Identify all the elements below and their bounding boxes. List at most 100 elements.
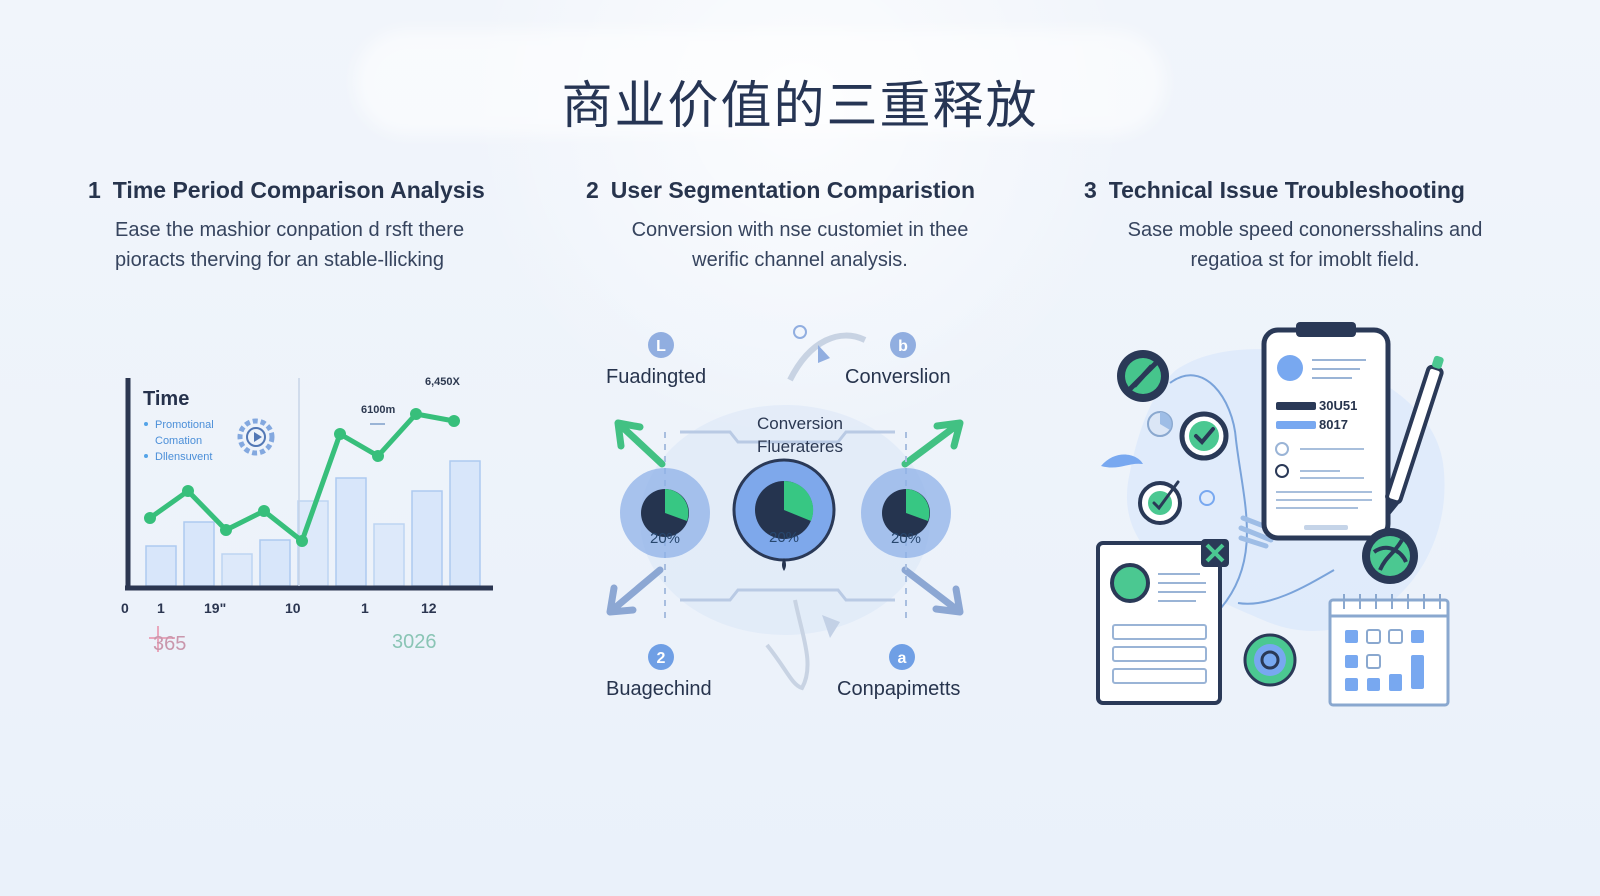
calendar-card xyxy=(1328,594,1450,707)
phone-option-icon-2 xyxy=(1275,464,1289,478)
chart1-bar xyxy=(183,521,215,587)
phone-metric-bar-1 xyxy=(1276,402,1316,410)
section-1-title: Time Period Comparison Analysis xyxy=(112,177,485,203)
mini-pie-icon xyxy=(1147,411,1173,437)
chart1-line-point xyxy=(410,408,422,420)
small-bird-icon xyxy=(818,345,830,363)
segmentation-top-connector xyxy=(680,430,895,444)
chart1-legend-bullet-3 xyxy=(144,454,148,458)
chart1-line-point xyxy=(296,535,308,547)
chart1-legend-1: Promotional xyxy=(155,419,214,431)
check-circle-icon xyxy=(1179,411,1229,461)
badge-top-right-label: b xyxy=(898,338,908,355)
pie-3-green-slice xyxy=(906,489,930,521)
calendar-rings xyxy=(1343,594,1441,609)
chart1-bar xyxy=(145,545,177,587)
document-card xyxy=(1096,539,1229,705)
arrow-bottom-left-icon xyxy=(606,566,664,616)
section-1-heading: 1 Time Period Comparison Analysis xyxy=(88,177,485,204)
segment-pie-1: 20% xyxy=(620,468,710,558)
gear-icon xyxy=(237,418,275,456)
phone-value-1: 30U51 xyxy=(1319,398,1358,413)
section-1-description-line-2: pioracts therving for an stable-llicking xyxy=(115,249,445,271)
badge-top-left-icon: L xyxy=(648,332,674,358)
segment-center-label-line-2: Fluerateres xyxy=(757,437,843,456)
segmentation-guide-lines xyxy=(664,432,907,620)
chart1-x-tick-1: 0 xyxy=(121,600,129,616)
phone-avatar-icon xyxy=(1277,355,1303,381)
section-2-number: 2 xyxy=(586,177,599,203)
chart1-line-point xyxy=(448,415,460,427)
time-comparison-chart: Time Promotional Comation Dllensuvent 61… xyxy=(121,376,493,655)
segment-center-label: Conversion Fluerateres xyxy=(738,412,862,458)
phone-header-lines xyxy=(1312,359,1366,379)
chart1-bottom-label-1: 365 xyxy=(153,633,186,655)
section-3-description-line-1: Sase moble speed cononersshalins and xyxy=(1127,219,1483,241)
chart1-line-point xyxy=(372,450,384,462)
arrow-top-left-icon xyxy=(614,419,666,468)
small-node-icon xyxy=(1199,490,1215,506)
badge-bottom-left-label: 2 xyxy=(657,650,666,667)
chart1-line-point xyxy=(144,512,156,524)
calendar-cells xyxy=(1345,629,1424,691)
section-2-description-line-1: Conversion with nse customiet in thee xyxy=(631,219,969,241)
segment-pie-3: 20% xyxy=(861,468,951,558)
chart1-legend-2: Comation xyxy=(155,435,202,447)
badge-bottom-left-icon: 2 xyxy=(648,644,674,670)
chart1-bar xyxy=(335,477,367,587)
badge-top-left-label: L xyxy=(656,338,666,355)
badge-bottom-right-label: a xyxy=(898,650,907,667)
chart1-line-point xyxy=(220,524,232,536)
segment-pie-2: 20% xyxy=(732,458,836,571)
segment-node-bottom-left: Buagechind xyxy=(606,678,712,700)
section-2-title: User Segmentation Comparistion xyxy=(610,177,976,203)
chart1-label-6100m: 6100m xyxy=(361,404,395,416)
section-3-number: 3 xyxy=(1084,177,1097,203)
chart1-label-6450x: 6,450X xyxy=(425,376,461,388)
chart1-bottom-label-2: 3026 xyxy=(392,631,437,653)
phone-value-2: 8017 xyxy=(1319,417,1348,432)
document-status-icon xyxy=(1110,563,1150,603)
phone-option-icon-1 xyxy=(1275,442,1289,456)
pen-icon xyxy=(1385,355,1444,519)
chart1-bar xyxy=(259,539,291,587)
section-3-description-line-2: regatioa st for imoblt field. xyxy=(1190,249,1420,271)
blocked-signal-icon xyxy=(1117,350,1169,402)
pie-2-pin-icon xyxy=(782,558,786,571)
tech-connector-line xyxy=(1169,374,1248,609)
section-2-description: Conversion with nse customiet in thee we… xyxy=(610,215,990,275)
top-swoosh-icon xyxy=(787,332,867,382)
chart1-x-tick-3: 19" xyxy=(204,600,226,616)
chart1-line-point xyxy=(182,485,194,497)
chart1-x-tick-4: 10 xyxy=(285,600,301,616)
phone-top-bar xyxy=(1296,322,1356,337)
badge-top-right-icon: b xyxy=(890,332,916,358)
phone-content-lines xyxy=(1276,448,1372,509)
progress-check-icon xyxy=(1138,480,1182,525)
title-glow xyxy=(355,30,1165,135)
segment-node-top-left: Fuadingted xyxy=(606,366,707,388)
target-icon xyxy=(1243,633,1297,687)
chart1-line-point xyxy=(258,505,270,517)
section-1-description: Ease the mashior conpation d rsft there … xyxy=(115,215,464,275)
bottom-swoosh-icon xyxy=(765,599,810,691)
section-1-number: 1 xyxy=(88,177,101,203)
chart1-x-tick-2: 1 xyxy=(157,600,165,616)
arrow-top-right-icon xyxy=(901,419,964,468)
document-field-3 xyxy=(1112,668,1207,684)
phone-metric-bar-2 xyxy=(1276,421,1316,429)
section-2-description-line-2: werific channel analysis. xyxy=(692,249,908,271)
blue-leaf-icon xyxy=(1101,454,1143,468)
pie-3-label: 20% xyxy=(891,530,921,547)
badge-bottom-right-icon: a xyxy=(889,644,915,670)
small-shape-icon xyxy=(822,615,840,638)
chart1-bar xyxy=(373,523,405,587)
technical-troubleshooting-illustration xyxy=(1096,322,1450,707)
chart1-line-point xyxy=(334,428,346,440)
chart1-legend-3: Dllensuvent xyxy=(155,451,212,463)
pie-2-green-slice xyxy=(784,480,814,521)
user-segmentation-diagram: 20% 20% 20% L b 2 a xyxy=(606,325,964,691)
section-2-heading: 2 User Segmentation Comparistion xyxy=(586,177,975,204)
